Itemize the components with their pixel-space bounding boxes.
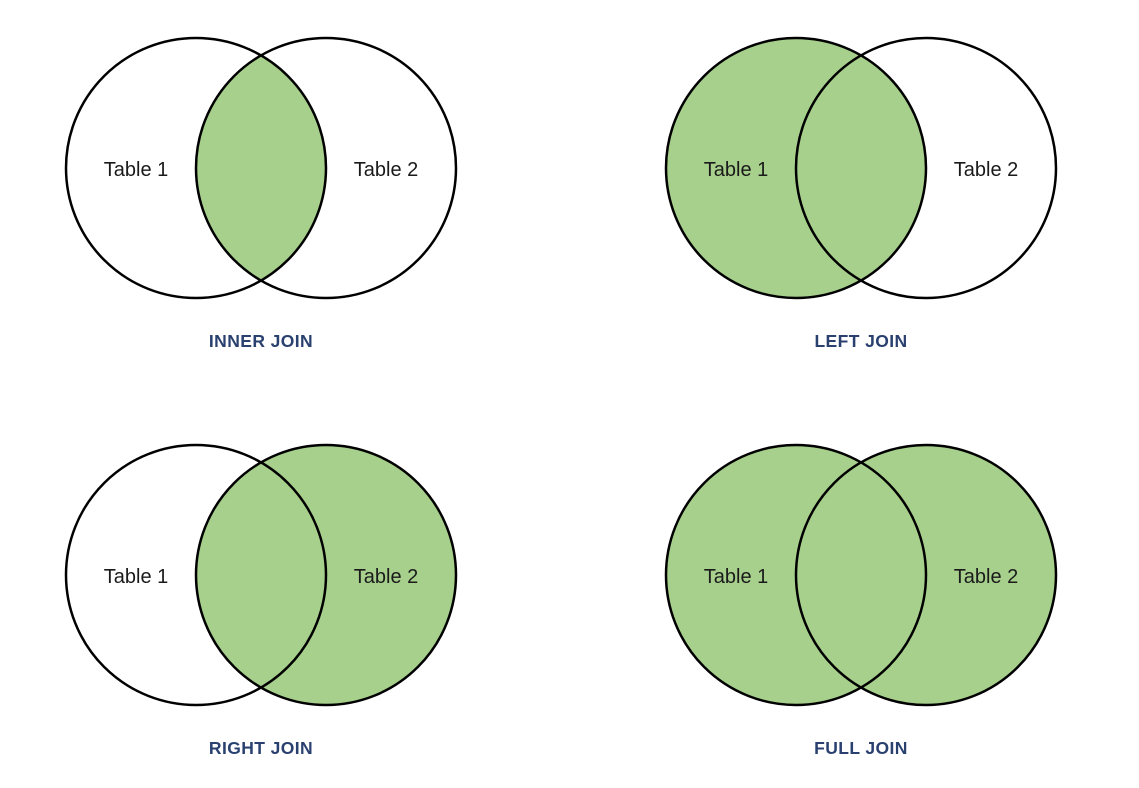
intersection-lens-inner-join [196,38,326,298]
left-table-label-full-join: Table 1 [704,566,769,588]
venn-svg-inner-join: Table 1 Table 2 [64,36,458,300]
right-circle-outline-right-join [194,443,458,707]
caption-left-join: LEFT JOIN [814,331,908,351]
right-table-label-left-join: Table 2 [954,159,1019,181]
right-table-label-inner-join: Table 2 [354,159,419,181]
left-circle-outline-full-join [664,443,928,707]
venn-svg-left-join: Table 1 Table 2 [664,36,1058,300]
left-table-label-inner-join: Table 1 [104,159,169,181]
caption-right-join: RIGHT JOIN [208,738,314,758]
venn-figure-left-join: Table 1 Table 2 LEFT JOIN [600,0,1125,360]
venn-figure-right-join: Table 1 Table 2 RIGHT JOIN [0,407,525,767]
right-table-label-right-join: Table 2 [354,566,419,588]
venn-svg-right-join: Table 1 Table 2 [64,443,458,707]
left-table-label-left-join: Table 1 [704,159,769,181]
right-circle-outline-left-join [794,36,1058,300]
right-circle-outline-full-join [794,443,1058,707]
right-circle-outline-inner-join [194,36,458,300]
venn-figure-inner-join: Table 1 Table 2 INNER JOIN [0,0,525,360]
left-circle-outline-left-join [664,36,928,300]
caption-inner-join: INNER JOIN [208,331,314,351]
left-circle-outline-right-join [64,443,328,707]
left-table-label-right-join: Table 1 [104,566,169,588]
left-circle-outline-inner-join [64,36,328,300]
venn-svg-full-join: Table 1 Table 2 [664,443,1058,707]
right-table-label-full-join: Table 2 [954,566,1019,588]
venn-figure-full-join: Table 1 Table 2 FULL JOIN [600,407,1125,767]
caption-full-join: FULL JOIN [814,738,908,758]
